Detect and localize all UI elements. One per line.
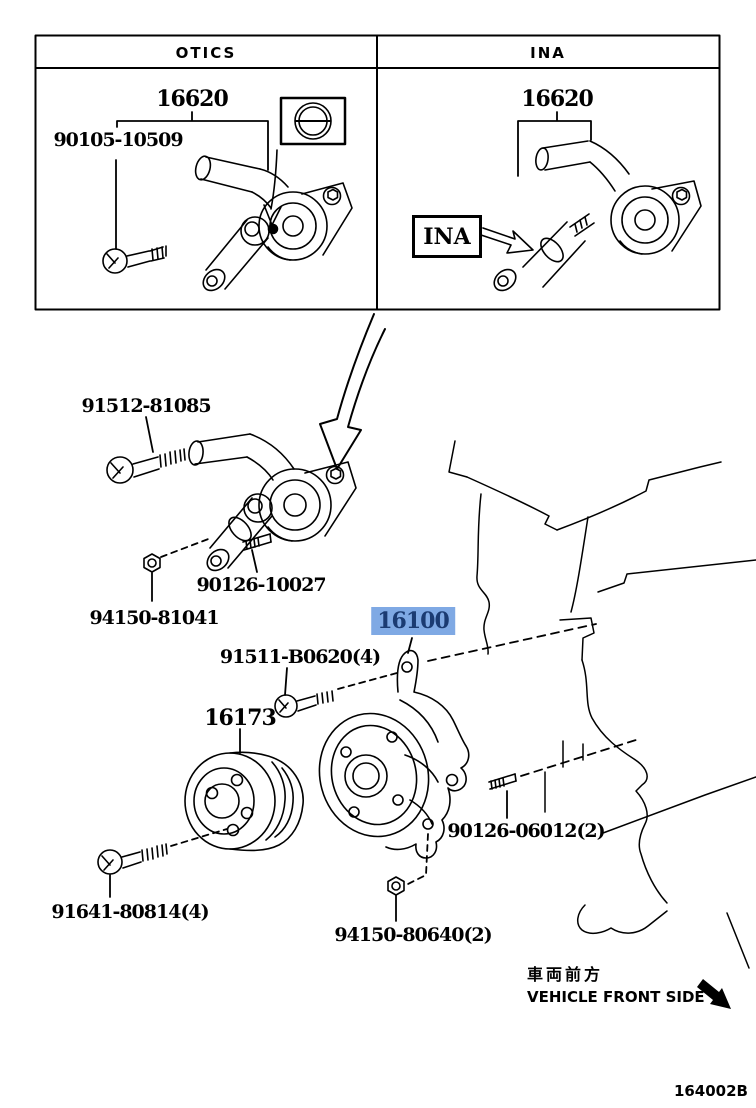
bolt-90105-art [102, 245, 167, 274]
front-direction-arrow-icon [697, 979, 731, 1009]
bolt-91641-art [97, 843, 168, 875]
ina-brand-tag-text: INA [423, 223, 471, 250]
part-label-91641-80814[interactable]: 91641-80814(4) [51, 901, 209, 923]
part-label-16620-ina[interactable]: 16620 [521, 86, 594, 112]
part-label-16620-otics[interactable]: 16620 [156, 86, 229, 112]
part-label-91511-B0620[interactable]: 91511-B0620(4) [219, 646, 381, 668]
vehicle-front-label-en: VEHICLE FRONT SIDE [527, 988, 705, 1006]
pulley-leader-lines [109, 728, 241, 898]
tensioner-assembly-art [188, 433, 357, 572]
part-label-16173[interactable]: 16173 [204, 705, 277, 731]
stud-90126-06012-art [488, 773, 517, 790]
part-label-94150-81041[interactable]: 94150-81041 [89, 607, 219, 629]
part-label-90105-10509[interactable]: 90105-10509 [53, 129, 183, 151]
pulley-16173-art [184, 751, 304, 852]
drawing-code: 164002B [673, 1082, 748, 1100]
transfer-arrow-icon [319, 313, 386, 470]
ina-tensioner-art [480, 140, 702, 292]
stud-90126-10027-art [242, 533, 272, 551]
vehicle-front-label-jp: 車両前方 [527, 965, 604, 984]
top-box-frame [34, 34, 721, 311]
otics-bracket-lines [115, 111, 269, 250]
tensioner-leader-lines [145, 416, 258, 602]
part-label-91512-81085[interactable]: 91512-81085 [81, 395, 211, 417]
part-label-90126-10027[interactable]: 90126-10027 [196, 574, 326, 596]
panel-header-otics: OTICS [175, 44, 237, 62]
water-pump-art [318, 649, 470, 859]
otics-tensioner-art [194, 149, 353, 292]
panel-header-ina: INA [530, 44, 566, 62]
ina-bracket-lines [517, 111, 592, 177]
engine-block-art [448, 440, 756, 969]
pulley-section-icon [279, 96, 347, 146]
nut-94150-81041-art [143, 553, 161, 573]
part-label-90126-06012[interactable]: 90126-06012(2) [447, 820, 605, 842]
nut-94150-80640-art [387, 876, 405, 896]
part-label-16100[interactable]: 16100 [371, 607, 455, 635]
pump-leader-lines [284, 623, 637, 922]
part-label-94150-80640[interactable]: 94150-80640(2) [334, 924, 492, 946]
ina-brand-tag: INA [412, 215, 482, 258]
bolt-91511-art [274, 690, 334, 718]
bolt-91512-art [106, 448, 186, 484]
